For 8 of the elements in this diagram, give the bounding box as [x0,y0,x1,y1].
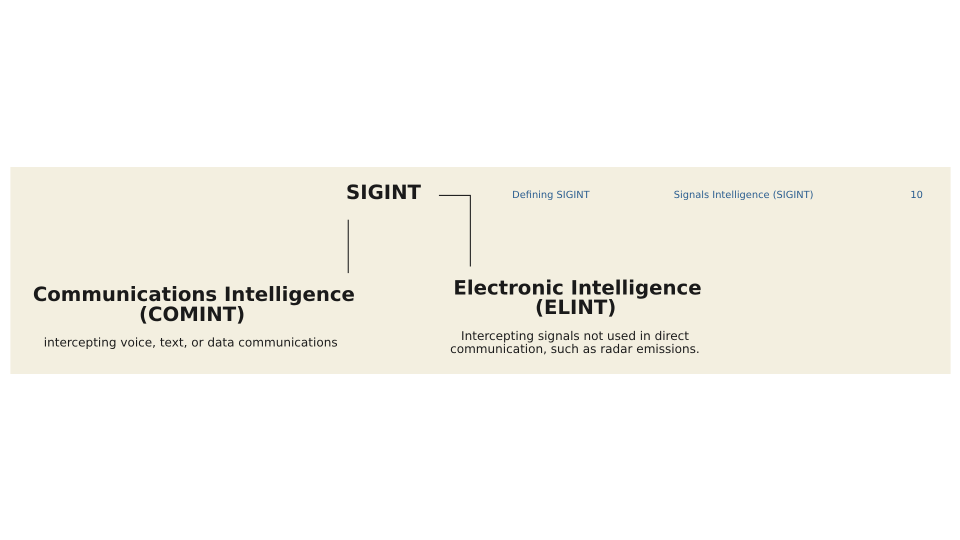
node-text: SIGINT [346,180,421,204]
node-text: Electronic Intelligence (ELINT) Intercepting signals not used in direct communication, such as radar emissions. [450,276,702,356]
connector [347,219,348,273]
label: Defining SIGINT [512,189,590,200]
label: 10 [910,189,922,200]
connector [438,194,470,266]
label: Signals Intelligence (SIGINT) [673,189,813,200]
node-text: Communications Intelligence (COMINT) intercepting voice, text, or data communications [32,282,354,349]
